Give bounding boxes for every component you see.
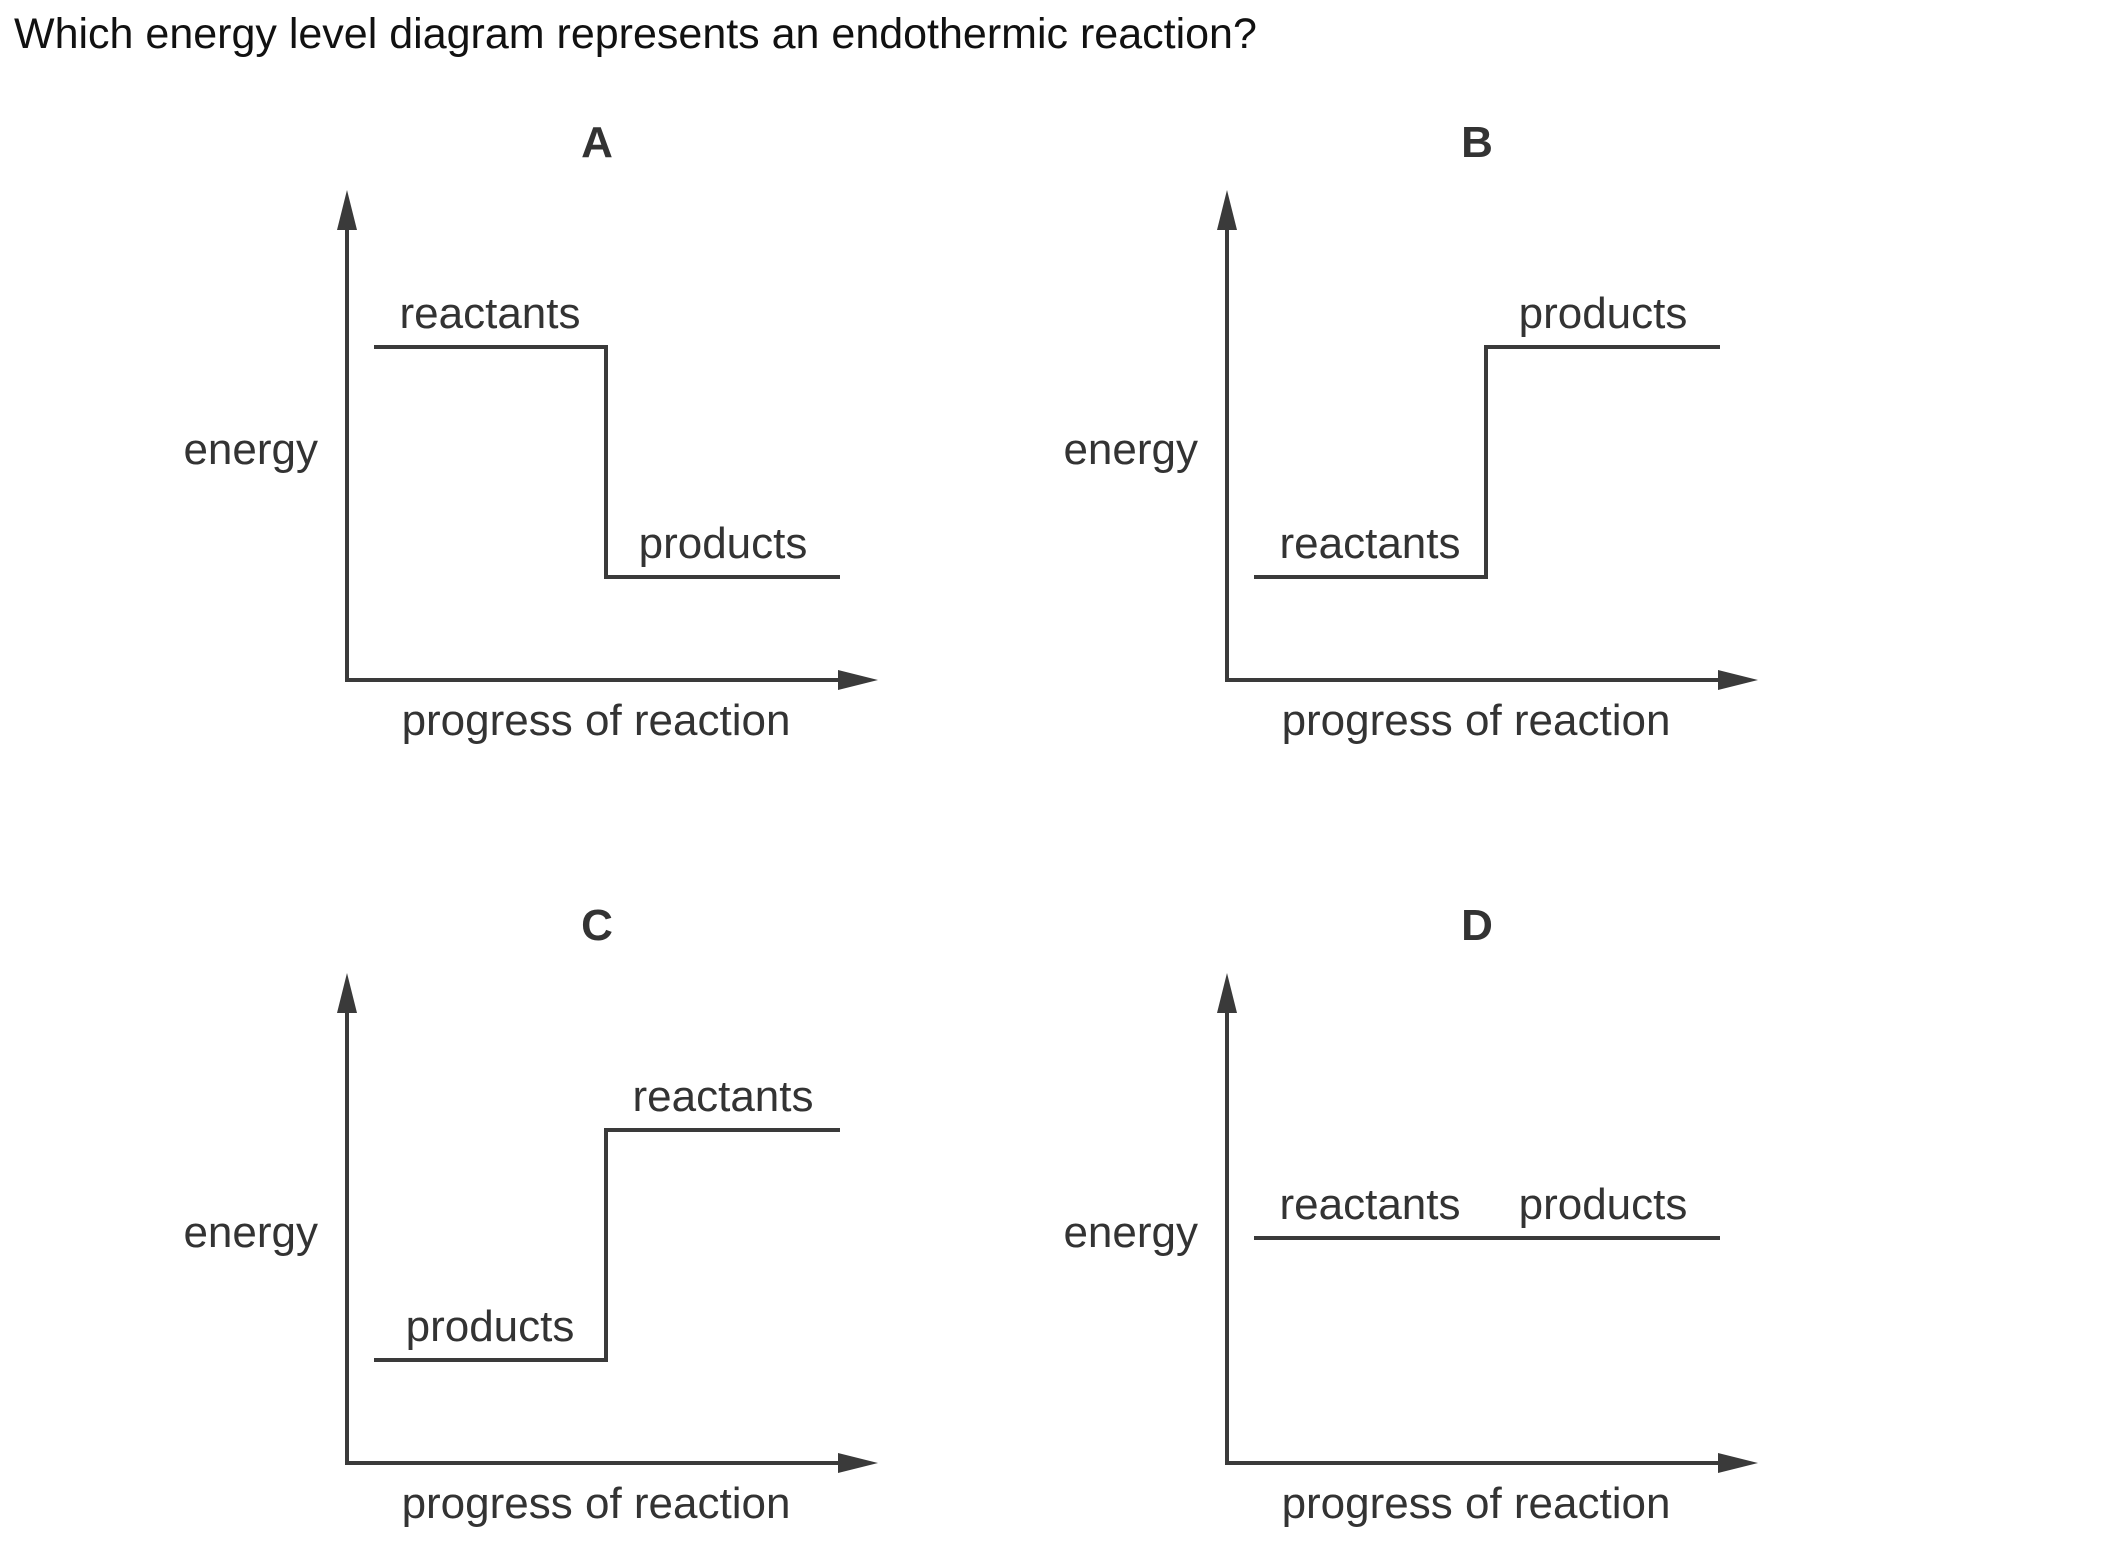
y-axis-arrow-icon bbox=[337, 973, 357, 1013]
reactants-label: reactants bbox=[400, 289, 581, 338]
diagram-d: D energy progress of reaction reactants … bbox=[1063, 901, 1758, 1528]
y-axis-label: energy bbox=[1063, 425, 1198, 474]
x-axis-arrow-icon bbox=[838, 670, 878, 690]
y-axis-arrow-icon bbox=[337, 190, 357, 230]
reactants-label: reactants bbox=[633, 1072, 814, 1121]
question-text: Which energy level diagram represents an… bbox=[14, 10, 1257, 58]
x-axis-label: progress of reaction bbox=[1282, 696, 1671, 745]
y-axis-label: energy bbox=[183, 1208, 318, 1257]
x-axis-label: progress of reaction bbox=[402, 696, 791, 745]
products-label: products bbox=[406, 1302, 575, 1351]
y-axis-label: energy bbox=[183, 425, 318, 474]
products-label: products bbox=[1519, 289, 1688, 338]
x-axis-label: progress of reaction bbox=[1282, 1479, 1671, 1528]
reactants-label: reactants bbox=[1280, 1180, 1461, 1229]
diagram-label: A bbox=[581, 118, 613, 167]
diagram-label: D bbox=[1461, 901, 1493, 950]
diagram-c: C energy progress of reaction products r… bbox=[183, 901, 878, 1528]
x-axis-arrow-icon bbox=[1718, 1453, 1758, 1473]
y-axis-label: energy bbox=[1063, 1208, 1198, 1257]
diagram-label: C bbox=[581, 901, 613, 950]
products-label: products bbox=[639, 519, 808, 568]
x-axis-arrow-icon bbox=[1718, 670, 1758, 690]
reactants-label: reactants bbox=[1280, 519, 1461, 568]
x-axis-label: progress of reaction bbox=[402, 1479, 791, 1528]
x-axis-arrow-icon bbox=[838, 1453, 878, 1473]
energy-profile bbox=[374, 1128, 840, 1362]
diagram-label: B bbox=[1461, 118, 1493, 167]
y-axis-arrow-icon bbox=[1217, 190, 1237, 230]
diagram-a: A energy progress of reaction reactants … bbox=[183, 118, 878, 745]
y-axis-arrow-icon bbox=[1217, 973, 1237, 1013]
energy-profile bbox=[374, 345, 840, 579]
diagram-b: B energy progress of reaction reactants … bbox=[1063, 118, 1758, 745]
energy-profile bbox=[1254, 345, 1720, 579]
products-label: products bbox=[1519, 1180, 1688, 1229]
